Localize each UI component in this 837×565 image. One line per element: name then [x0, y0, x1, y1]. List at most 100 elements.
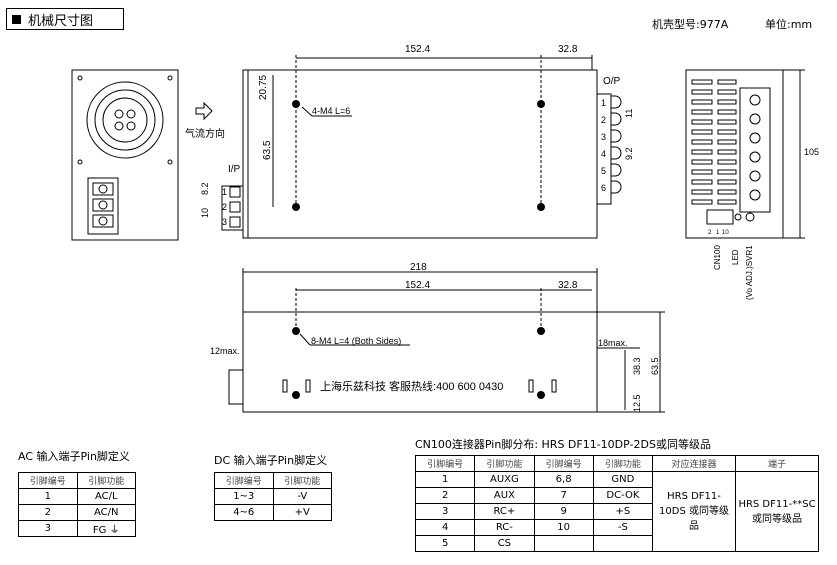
side-label-led: LED	[731, 249, 740, 265]
op-label: O/P	[603, 76, 621, 87]
vent-slot	[717, 129, 737, 135]
vent-slot	[691, 119, 713, 125]
case-model-label: 机壳型号:977A	[652, 18, 729, 31]
cn-table-title: CN100连接器Pin脚分布: HRS DF11-10DP-2DS或同等级品	[415, 438, 711, 451]
vent-slot	[717, 109, 737, 115]
vent-slot	[691, 99, 713, 105]
vent-slot	[691, 199, 713, 205]
pin-label: 2	[222, 202, 227, 212]
op-terminal	[611, 129, 622, 143]
vent-slot	[717, 139, 737, 145]
dim-105: 105	[804, 147, 819, 157]
cn-pin-1: 1	[716, 230, 720, 236]
op-terminal	[611, 163, 622, 177]
screw-spec-bottom: 8-M4 L=4 (Both Sides)	[311, 336, 401, 346]
side-label-cn100: CN100	[713, 245, 722, 270]
pin-label: 1	[222, 187, 227, 197]
ip-label: I/P	[228, 164, 241, 175]
terminal-screw	[749, 94, 761, 106]
airflow-arrow-icon	[195, 101, 213, 121]
section-header: 机械尺寸图	[6, 8, 124, 30]
dc-table-title: DC 输入端子Pin脚定义	[214, 454, 328, 467]
cn-pin-10: 10	[722, 230, 729, 236]
dim-12max: 12max.	[210, 346, 240, 356]
dim-32-8-bottom: 32.8	[558, 280, 578, 291]
op-terminal	[611, 180, 622, 194]
vent-slot	[717, 99, 737, 105]
side-label-svr1: (Vo ADJ.)SVR1	[745, 245, 754, 300]
ip-terminal	[229, 216, 241, 228]
vent-slot	[717, 159, 737, 165]
vent-slot	[691, 189, 713, 195]
op-terminal	[611, 112, 622, 126]
section-title: 机械尺寸图	[28, 13, 94, 29]
ip-terminal	[229, 186, 241, 198]
cn-pin-2: 2	[708, 230, 712, 236]
pin-label: 1	[601, 98, 606, 108]
terminal-cell: HRS DF11-**SC 或同等级品	[735, 471, 819, 552]
ip-terminal	[229, 201, 241, 213]
ac-header-func: 引脚功能	[76, 472, 136, 489]
dim-11: 11	[624, 109, 634, 118]
pin-label: 3	[601, 132, 606, 142]
hotline-text: 上海乐兹科技 客服热线:400 600 0430	[320, 379, 503, 393]
terminal-screw	[749, 170, 761, 182]
op-terminal	[611, 95, 622, 109]
vent-slot	[691, 149, 713, 155]
vent-slot	[691, 179, 713, 185]
terminal-screw	[749, 151, 761, 163]
side-vent-slots	[691, 79, 761, 205]
dim-63-5-top: 63.5	[262, 140, 273, 160]
dim-63-5-bottom: 63.5	[650, 357, 660, 375]
pin-label: 6	[601, 183, 606, 193]
unit-label: 单位:mm	[765, 18, 813, 31]
vent-slot	[691, 169, 713, 175]
dim-20-75: 20.75	[258, 75, 269, 100]
vent-slot	[691, 129, 713, 135]
dim-152-4-bottom: 152.4	[405, 280, 430, 291]
terminal-screw	[749, 113, 761, 125]
dim-152-4-top: 152.4	[405, 44, 430, 55]
pin-label: 3	[222, 217, 227, 227]
vent-slot	[717, 79, 737, 85]
vent-slot	[717, 149, 737, 155]
table-row: 1~3-V	[214, 488, 332, 505]
terminal-screw	[749, 132, 761, 144]
connector-cell: HRS DF11-10DS 或同等级品	[652, 471, 736, 552]
vent-slot	[691, 79, 713, 85]
dim-218: 218	[410, 262, 427, 273]
dc-header-pin: 引脚编号	[214, 472, 274, 489]
ac-header-pin: 引脚编号	[18, 472, 78, 489]
vent-slot	[717, 89, 737, 95]
pin-label: 2	[601, 115, 606, 125]
dim-9-2: 9.2	[624, 147, 634, 160]
vent-slot	[691, 89, 713, 95]
table-row: 4~6+V	[214, 504, 332, 521]
dim-18max: 18max.	[598, 338, 628, 348]
terminal-screw	[749, 189, 761, 201]
vent-slot	[717, 169, 737, 175]
vent-slot	[691, 139, 713, 145]
op-terminal	[611, 146, 622, 160]
dim-10: 10	[200, 208, 210, 218]
vent-slot	[717, 189, 737, 195]
front-view	[71, 69, 179, 241]
dim-12-5: 12.5	[632, 394, 642, 412]
dc-header-func: 引脚功能	[272, 472, 332, 489]
side-view	[685, 69, 805, 239]
dim-32-8-top: 32.8	[558, 44, 578, 55]
vent-slot	[691, 109, 713, 115]
vent-slot	[717, 179, 737, 185]
ip-pin-labels: 1 2 3	[222, 186, 241, 228]
vent-slot	[717, 119, 737, 125]
dim-8-2: 8.2	[200, 182, 210, 195]
